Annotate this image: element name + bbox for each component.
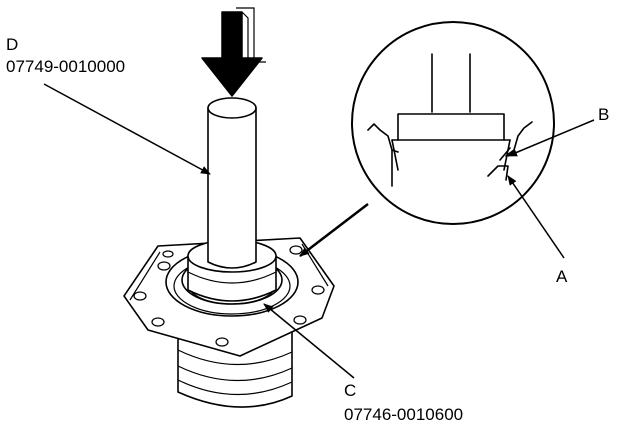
driver-handle-d <box>207 97 257 269</box>
label-d-part-number: 07749-0010000 <box>6 57 125 76</box>
leader-detail <box>299 203 369 257</box>
leader-d <box>43 83 211 175</box>
leader-b <box>507 119 595 157</box>
callouts: D 07749-0010000 C 07746-0010600 B A <box>6 35 609 424</box>
leader-lines <box>43 83 595 379</box>
leader-a <box>507 175 565 259</box>
detail-view-circle <box>351 21 555 225</box>
label-d-letter: D <box>6 35 18 54</box>
label-a-letter: A <box>556 267 568 286</box>
force-arrow <box>201 7 266 97</box>
label-c-part-number: 07746-0010600 <box>344 405 463 424</box>
label-c-letter: C <box>344 381 356 400</box>
leader-c <box>263 303 355 379</box>
label-b-letter: B <box>598 105 609 124</box>
